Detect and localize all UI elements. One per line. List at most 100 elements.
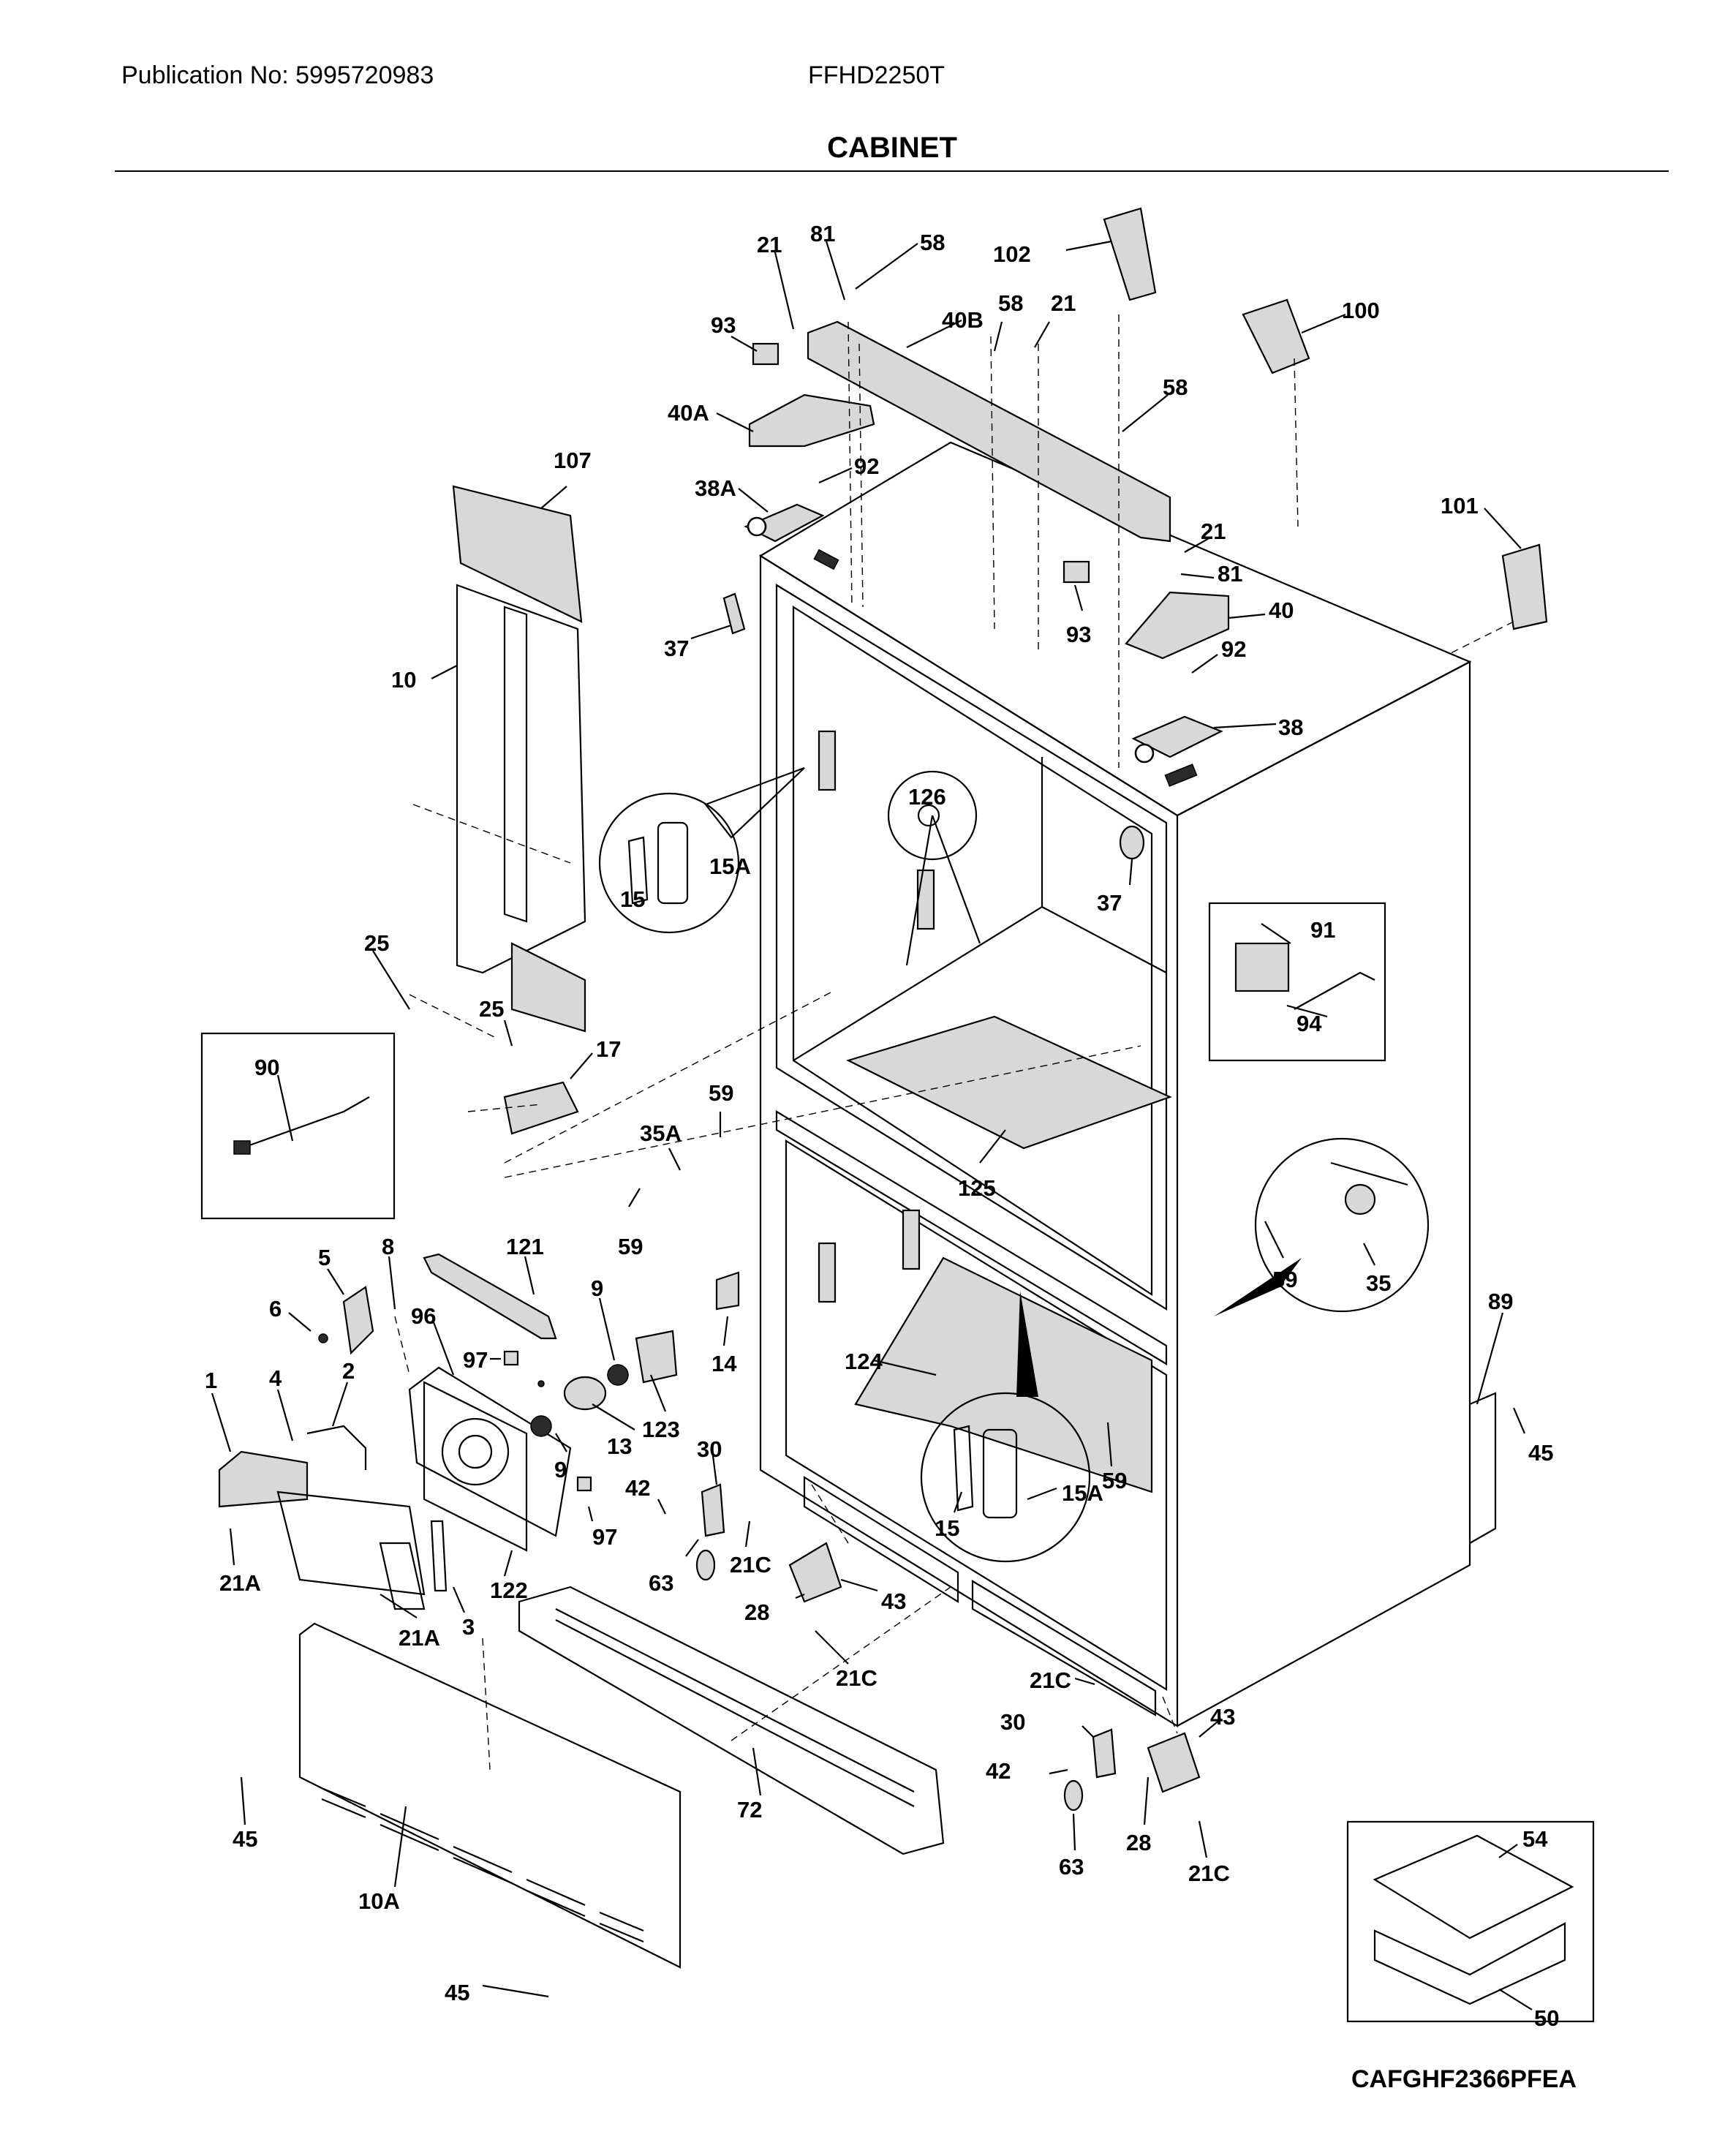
bottom-hinges <box>695 1483 1201 1812</box>
callout: 2 <box>342 1358 355 1384</box>
callout: 54 <box>1522 1826 1548 1852</box>
leader-lines <box>211 240 1533 2010</box>
fan-assembly <box>318 1253 740 1552</box>
publication-number: Publication No: 5995720983 <box>121 61 434 89</box>
callout: 37 <box>664 636 689 661</box>
callout: 81 <box>810 221 835 246</box>
callout: 30 <box>697 1436 722 1462</box>
figure-code: CAFGHF2366PFEA <box>1351 2065 1577 2093</box>
callout: 9 <box>554 1457 567 1482</box>
callout: 14 <box>711 1351 737 1376</box>
callout: 81 <box>1218 561 1242 587</box>
side-bracket <box>1469 1392 1497 1544</box>
callout: 38A <box>695 475 736 501</box>
callout: 50 <box>1534 2005 1559 2031</box>
callout: 37 <box>1097 890 1122 916</box>
callout: 45 <box>233 1826 257 1852</box>
callout: 28 <box>1126 1830 1151 1855</box>
callout: 92 <box>854 453 879 479</box>
callout: 59 <box>1102 1468 1127 1493</box>
callout: 1 <box>205 1368 217 1393</box>
callout: 35A <box>640 1120 682 1146</box>
callout: 42 <box>625 1475 650 1501</box>
callout: 6 <box>269 1296 282 1322</box>
callout: 13 <box>607 1433 632 1459</box>
callout: 21A <box>219 1570 261 1596</box>
callout: 21A <box>399 1625 440 1651</box>
callout: 91 <box>1310 917 1335 943</box>
callout: 45 <box>1528 1440 1553 1466</box>
callout: 30 <box>1000 1709 1025 1735</box>
callout: 124 <box>845 1349 883 1374</box>
callout: 58 <box>998 290 1023 316</box>
cabinet-body <box>758 441 1472 1727</box>
callout: 21C <box>836 1665 877 1691</box>
callout: 92 <box>1221 636 1246 662</box>
callout: 35 <box>1366 1270 1391 1296</box>
callout: 58 <box>920 230 945 255</box>
callout: 96 <box>411 1303 436 1329</box>
callout: 21 <box>757 232 782 257</box>
model-number: FFHD2250T <box>808 61 945 89</box>
callout: 43 <box>881 1588 906 1614</box>
callout: 9 <box>591 1275 603 1301</box>
callout: 15A <box>709 853 751 879</box>
callout: 5 <box>318 1245 331 1270</box>
callout: 89 <box>1488 1289 1513 1314</box>
callout: 10A <box>358 1888 400 1914</box>
callout: 21 <box>1051 290 1076 316</box>
lower-panels <box>298 1586 945 1969</box>
callout: 101 <box>1441 493 1479 519</box>
callout: 100 <box>1342 298 1380 323</box>
callout: 8 <box>382 1234 394 1259</box>
callout: 121 <box>506 1234 544 1259</box>
page-title: CABINET <box>827 132 957 164</box>
callout: 58 <box>1163 374 1188 400</box>
callout: 59 <box>1272 1267 1297 1292</box>
callout: 15 <box>620 886 645 912</box>
callout: 40A <box>668 400 709 426</box>
callout: 107 <box>554 448 592 473</box>
left-duct-parts <box>452 485 586 1135</box>
top-parts <box>722 207 1548 860</box>
callout: 43 <box>1210 1704 1235 1730</box>
callout: 15 <box>935 1515 959 1541</box>
callout: 63 <box>649 1570 673 1596</box>
callout: 59 <box>709 1080 733 1106</box>
callout: 38 <box>1278 715 1303 740</box>
callout: 25 <box>479 996 504 1022</box>
callout: 97 <box>463 1347 488 1373</box>
callout: 97 <box>592 1524 617 1550</box>
callout: 93 <box>711 312 736 338</box>
callout: 63 <box>1059 1854 1084 1880</box>
callout: 21C <box>730 1552 771 1578</box>
callout: 21C <box>1188 1861 1230 1886</box>
callout: 25 <box>364 930 389 956</box>
inset-boxes <box>200 902 1595 2023</box>
callout: 102 <box>993 241 1031 267</box>
detail-circles <box>598 766 1430 1563</box>
callout: 28 <box>744 1599 769 1625</box>
callout: 72 <box>737 1797 762 1823</box>
callout: 93 <box>1066 622 1091 647</box>
callout: 10 <box>391 667 416 693</box>
callout: 126 <box>908 784 946 810</box>
callout: 45 <box>445 1980 469 2005</box>
callout: 3 <box>462 1614 475 1640</box>
alignment-lines <box>394 314 1514 1771</box>
callout: 59 <box>618 1234 643 1259</box>
callout: 17 <box>596 1036 621 1062</box>
callout: 42 <box>986 1758 1011 1784</box>
title-rule <box>115 170 1669 172</box>
callout: 40 <box>1269 598 1294 623</box>
callout: 94 <box>1296 1011 1322 1036</box>
callout: 15A <box>1062 1480 1103 1506</box>
machine-compartment <box>218 1425 448 1610</box>
callout-labels: 21 81 58 102 93 40B 58 21 100 58 40A 92 … <box>205 221 1559 2031</box>
callout: 90 <box>254 1055 279 1080</box>
callout: 4 <box>269 1365 282 1391</box>
callout: 122 <box>490 1578 528 1603</box>
callout: 125 <box>958 1175 996 1201</box>
callout: 21 <box>1201 519 1226 544</box>
